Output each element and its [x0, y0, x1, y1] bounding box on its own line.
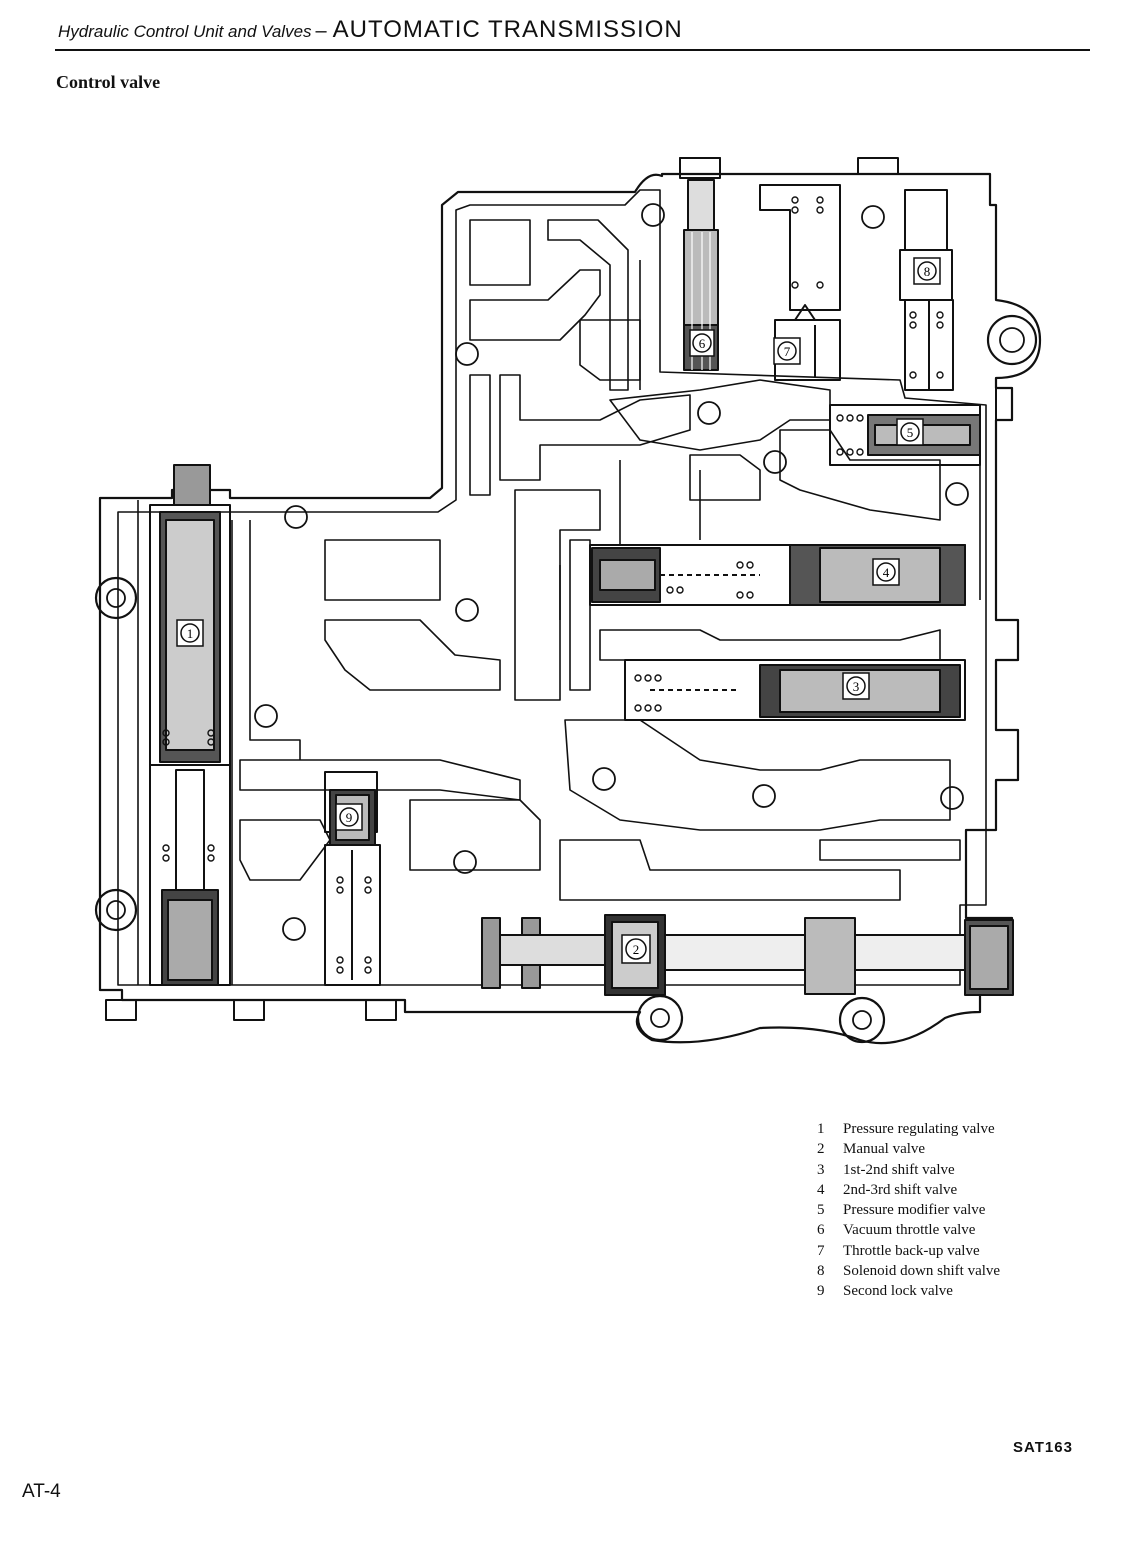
legend-item: 7 Throttle back-up valve [817, 1241, 1000, 1261]
bolt-hole [861, 205, 885, 229]
legend-label: Pressure modifier valve [843, 1202, 986, 1219]
bolt-hole [254, 704, 278, 728]
bolt-heads [105, 157, 1013, 1021]
callout-6-label: 6 [699, 336, 706, 351]
callout-5: 5 [896, 418, 924, 446]
header-rule [55, 49, 1090, 51]
mount-boss [838, 996, 886, 1044]
callout-9-label: 9 [346, 810, 353, 825]
valve-8-solenoid-down-shift [899, 189, 954, 391]
callout-2-label: 2 [633, 942, 640, 957]
legend-label: 1st-2nd shift valve [843, 1161, 955, 1178]
valve-1-pressure-regulating [149, 464, 231, 986]
legend-number: 2 [817, 1141, 825, 1158]
page-header: Hydraulic Control Unit and Valves–AUTOMA… [58, 16, 683, 44]
bolt-hole [455, 342, 479, 366]
valve-2-manual [481, 914, 1014, 996]
legend-label: Second lock valve [843, 1283, 953, 1300]
bolt-hole [284, 505, 308, 529]
bolt-hole [945, 482, 969, 506]
callout-7-label: 7 [784, 344, 791, 359]
parts-legend: 1 Pressure regulating valve 2 Manual valve… [817, 1119, 1000, 1302]
legend-item: 9 Second lock valve [817, 1281, 1000, 1301]
callout-8-label: 8 [924, 264, 931, 279]
bolt-hole [106, 588, 126, 608]
legend-number: 3 [817, 1161, 825, 1178]
callout-4: 4 [872, 558, 900, 586]
legend-label: 2nd-3rd shift valve [843, 1181, 958, 1198]
figure-title: Control valve [56, 72, 161, 92]
legend-label: Manual valve [843, 1141, 926, 1158]
header-separator: – [315, 20, 327, 42]
legend-item: 6 Vacuum throttle valve [817, 1220, 1000, 1240]
legend-number: 1 [817, 1121, 825, 1137]
separator-plate [117, 189, 987, 986]
legend-item: 3 1st-2nd shift valve [817, 1160, 1000, 1180]
bolt-hole [592, 767, 616, 791]
legend-item: 2 Manual valve [817, 1139, 1000, 1159]
legend-number: 6 [817, 1222, 825, 1239]
legend-number: 9 [817, 1283, 825, 1300]
callout-8: 8 [913, 257, 941, 285]
bolt-hole [455, 598, 479, 622]
mount-boss [94, 888, 138, 932]
bolt-hole [752, 784, 776, 808]
legend-item: 1 Pressure regulating valve [817, 1119, 1000, 1139]
valve-4-2nd-3rd-shift [589, 544, 966, 606]
callout-3: 3 [842, 672, 870, 700]
bolt-hole [650, 1008, 670, 1028]
legend-item: 4 2nd-3rd shift valve [817, 1180, 1000, 1200]
callout-2: 2 [621, 934, 651, 964]
bolt-hole [763, 450, 787, 474]
section-title: Hydraulic Control Unit and Valves [58, 22, 312, 41]
bolt-hole [940, 786, 964, 810]
legend-label: Vacuum throttle valve [843, 1222, 976, 1239]
legend-number: 5 [817, 1202, 825, 1219]
callout-4-label: 4 [883, 565, 890, 580]
mount-boss [986, 314, 1038, 366]
legend-label: Pressure regulating valve [843, 1121, 995, 1137]
legend-item: 5 Pressure modifier valve [817, 1200, 1000, 1220]
callout-9: 9 [335, 803, 363, 831]
callout-5-label: 5 [907, 425, 914, 440]
bolt-hole [282, 917, 306, 941]
bolt-hole [453, 850, 477, 874]
legend-label: Solenoid down shift valve [843, 1263, 1001, 1280]
bolt-hole [697, 401, 721, 425]
callout-3-label: 3 [853, 679, 860, 694]
callout-7: 7 [773, 337, 801, 365]
mount-boss [94, 576, 138, 620]
valve-3-1st-2nd-shift [624, 659, 966, 721]
callout-1-label: 1 [187, 626, 194, 641]
valve-springs [162, 196, 944, 974]
chapter-title: AUTOMATIC TRANSMISSION [332, 16, 683, 43]
legend-number: 8 [817, 1263, 825, 1280]
bolt-hole [106, 900, 126, 920]
bolt-hole [852, 1010, 872, 1030]
figure-id: SAT163 [1013, 1439, 1073, 1456]
valve-body-outline [98, 172, 1042, 1045]
legend-item: 8 Solenoid down shift valve [817, 1261, 1000, 1281]
legend-number: 7 [817, 1242, 825, 1259]
mount-boss [636, 994, 684, 1042]
legend-number: 4 [817, 1181, 825, 1198]
bolt-hole [999, 327, 1025, 353]
callout-1: 1 [176, 619, 204, 647]
oil-channels [137, 219, 981, 985]
bolt-hole [641, 203, 665, 227]
legend-label: Throttle back-up valve [843, 1242, 980, 1259]
page-number: AT-4 [22, 1481, 61, 1502]
callout-6: 6 [689, 329, 715, 357]
